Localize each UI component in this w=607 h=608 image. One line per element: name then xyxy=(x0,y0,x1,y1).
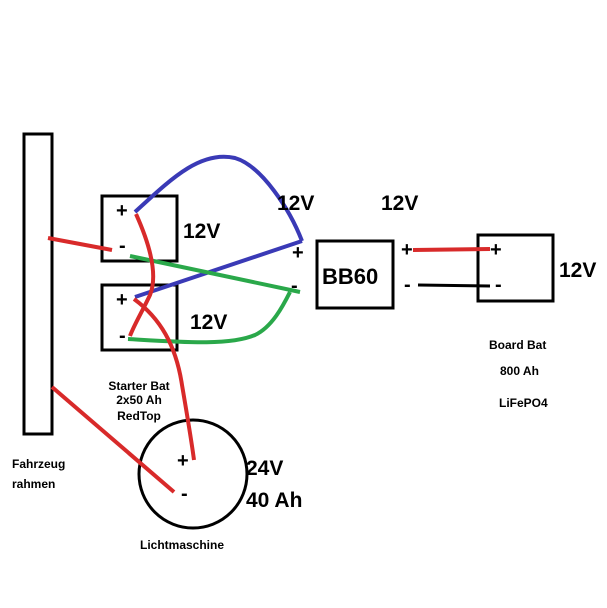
board-label-line-1: Board Bat xyxy=(489,338,547,352)
wire-green-bottom-minus-to-bb60-minus xyxy=(127,291,292,345)
frame-label-line-2: rahmen xyxy=(12,477,56,491)
starter-label-line-1: Starter Bat xyxy=(108,379,170,393)
board-plus-sign: + xyxy=(490,239,502,261)
bb60-name: BB60 xyxy=(322,264,379,289)
alternator-plus-sign: + xyxy=(177,450,189,472)
starter-label-line-2: 2x50 Ah xyxy=(116,393,162,407)
starter-top-minus-sign: - xyxy=(119,235,126,257)
wire-blue-top-plus-to-bb60-plus xyxy=(133,154,304,242)
wire-red-frame-to-top-minus xyxy=(47,236,113,252)
alternator-circle xyxy=(137,418,249,530)
alternator-voltage: 24V xyxy=(246,457,284,480)
wire-green-top-minus-to-bb60-minus xyxy=(129,254,301,294)
bb60-output-plus-sign: + xyxy=(401,239,413,261)
alternator-capacity: 40 Ah xyxy=(246,489,303,512)
bb60-input-plus-sign: + xyxy=(292,242,304,264)
board-label-line-3: LiFePO4 xyxy=(499,396,548,410)
bb60-converter-box xyxy=(315,239,395,310)
wire-black-bb60-out-to-board-minus xyxy=(417,283,491,288)
wire-blue-bottom-plus-to-bb60-plus xyxy=(134,239,303,299)
wire-red-bb60-out-to-board-plus xyxy=(412,247,491,252)
starter-bottom-plus-sign: + xyxy=(116,289,128,311)
starter-top-plus-sign: + xyxy=(116,200,128,222)
board-label-line-2: 800 Ah xyxy=(500,364,539,378)
wire-red-top-plus-cross xyxy=(128,213,156,337)
vehicle-frame-bar xyxy=(22,132,54,436)
alternator-label: Lichtmaschine xyxy=(140,538,225,552)
wire-red-bottom-plus-to-alternator-plus xyxy=(132,297,196,461)
bb60-input-voltage: 12V xyxy=(277,192,315,215)
starter-battery-top xyxy=(100,194,179,263)
wire-red-frame-to-alternator-minus xyxy=(50,385,176,494)
board-voltage: 12V xyxy=(559,259,597,282)
bb60-input-minus-sign: - xyxy=(291,275,298,297)
starter-label-line-3: RedTop xyxy=(117,409,161,423)
board-minus-sign: - xyxy=(495,274,502,296)
starter-top-voltage: 12V xyxy=(183,220,221,243)
starter-battery-bottom xyxy=(100,283,179,352)
starter-battery-label: Starter Bat 2x50 Ah RedTop xyxy=(96,380,182,422)
starter-bottom-voltage: 12V xyxy=(190,311,228,334)
starter-bottom-minus-sign: - xyxy=(119,325,126,347)
alternator-minus-sign: - xyxy=(181,483,188,505)
frame-label-line-1: Fahrzeug xyxy=(12,457,66,471)
board-battery-box xyxy=(476,233,555,303)
bb60-output-voltage: 12V xyxy=(381,192,419,215)
bb60-output-minus-sign: - xyxy=(404,274,411,296)
